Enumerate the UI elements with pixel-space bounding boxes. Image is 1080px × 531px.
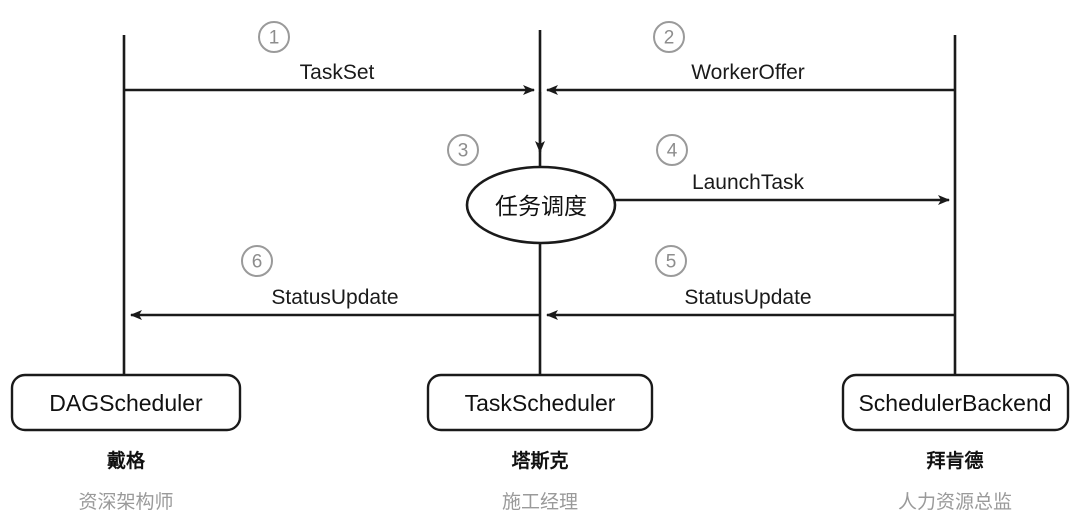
message-6-statusupdate: StatusUpdate 6 [130,245,540,320]
step-number-5: 5 [666,252,677,273]
step-circle-3 [447,134,479,166]
message-5-statusupdate: StatusUpdate 5 [546,245,955,320]
actor-box-schedulerbackend[interactable] [841,373,1070,432]
actor-name-dagscheduler: 戴格 [107,449,146,472]
center-node-task-dispatch: 任务调度 [465,165,617,245]
actor-role-schedulerbackend: 人力资源总监 [898,491,1012,513]
step-circle-6 [241,245,273,277]
actor-taskscheduler[interactable]: TaskScheduler 塔斯克 施工经理 [426,373,654,513]
step-number-4: 4 [667,141,678,162]
actor-box-label-schedulerbackend: SchedulerBackend [858,390,1051,416]
step-marker-3: 3 [447,134,479,166]
step-marker-2: 2 [653,21,685,53]
actor-box-dagscheduler[interactable] [10,373,242,432]
center-node-ellipse [465,165,617,245]
step-circle-2 [653,21,685,53]
actor-schedulerbackend[interactable]: SchedulerBackend 拜肯德 人力资源总监 [841,373,1070,513]
actor-box-label-taskscheduler: TaskScheduler [465,390,616,416]
step-marker-5: 5 [655,245,687,277]
actor-box-taskscheduler[interactable] [426,373,654,432]
message-4-launchtask: LaunchTask 4 [615,134,950,205]
message-label-launchtask: LaunchTask [692,171,805,194]
actor-role-taskscheduler: 施工经理 [502,491,578,513]
step-marker-4: 4 [656,134,688,166]
actor-role-dagscheduler: 资深架构师 [78,491,173,513]
actor-box-label-dagscheduler: DAGScheduler [49,390,203,416]
message-label-statusupdate-backend: StatusUpdate [684,286,811,309]
step-circle-4 [656,134,688,166]
actor-name-taskscheduler: 塔斯克 [511,449,568,472]
center-node-label: 任务调度 [495,193,587,219]
step-marker-1: 1 [258,21,290,53]
message-label-workeroffer: WorkerOffer [691,61,805,84]
message-3-dispatch: 3 [447,92,545,166]
step-marker-6: 6 [241,245,273,277]
step-circle-1 [258,21,290,53]
actor-dagscheduler[interactable]: DAGScheduler 戴格 资深架构师 [10,373,242,513]
step-number-1: 1 [269,28,280,49]
step-number-3: 3 [458,141,469,162]
message-label-statusupdate-dag: StatusUpdate [271,286,398,309]
step-circle-5 [655,245,687,277]
step-number-2: 2 [664,28,675,49]
message-2-workeroffer: WorkerOffer 2 [546,21,955,95]
message-1-taskset: TaskSet 1 [124,21,535,95]
step-number-6: 6 [252,252,263,273]
actor-name-schedulerbackend: 拜肯德 [926,449,983,472]
message-label-taskset: TaskSet [300,61,375,84]
